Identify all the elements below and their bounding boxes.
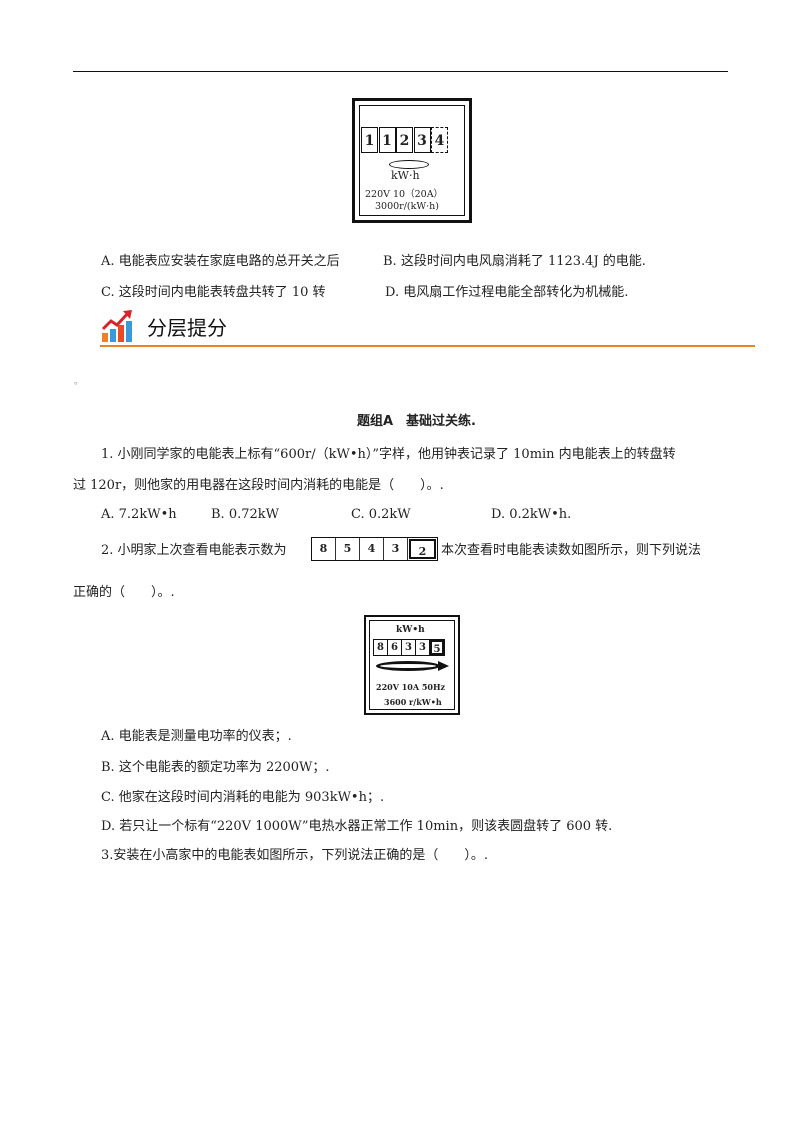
- meter-digit: 1: [378, 127, 396, 153]
- reading-digit: 8: [312, 538, 336, 560]
- reading-digit: 4: [360, 538, 384, 560]
- q1-option-d: D. 0.2kW•h.: [491, 507, 572, 522]
- q1-option-a: A. 7.2kW•h: [101, 507, 177, 522]
- meter-digit-row: 8 6 3 3 5: [373, 639, 445, 656]
- reading-digit: 3: [384, 538, 408, 560]
- previous-meter-reading: 8 5 4 3 2: [311, 537, 438, 561]
- q2-option-a: A. 电能表是测量电功率的仪表；.: [101, 729, 292, 744]
- section-title: 分层提分: [147, 316, 227, 340]
- meter-spec: 220V 10A 50Hz: [376, 682, 446, 692]
- option-a: A. 电能表应安装在家庭电路的总开关之后: [101, 254, 340, 269]
- option-d: D. 电风扇工作过程电能全部转化为机械能.: [385, 285, 629, 300]
- q3-line: 3.安装在小高家中的电能表如图所示，下列说法正确的是（ ）。.: [101, 848, 489, 863]
- meter-digit-decimal: 4: [431, 127, 448, 153]
- q2-prefix: 2. 小明家上次查看电能表示数为: [101, 543, 287, 558]
- meter-digit: 1: [361, 127, 378, 153]
- meter-digit-row: 1 1 2 3 4: [361, 127, 449, 153]
- q1-option-b: B. 0.72kW: [211, 507, 280, 522]
- reading-digit-decimal: 2: [409, 539, 436, 559]
- q1-line2: 过 120r，则他家的用电器在这段时间内消耗的电能是（ ）。.: [73, 478, 444, 493]
- option-b: B. 这段时间内电风扇消耗了 1123.4J 的电能.: [383, 254, 646, 269]
- chart-growth-icon: [101, 309, 135, 343]
- q1-option-c: C. 0.2kW: [351, 507, 411, 522]
- meter-spec: 220V 10（20A）: [365, 189, 444, 200]
- stray-mark: 。: [74, 377, 84, 387]
- meter-rev-constant: 3000r/(kW·h): [375, 201, 439, 212]
- meter-digit: 2: [396, 127, 413, 153]
- meter-digit: 6: [388, 640, 402, 655]
- meter-unit: kW·h: [391, 169, 420, 182]
- meter-digit: 3: [416, 640, 430, 655]
- top-rule: [73, 71, 728, 72]
- meter-unit: kW•h: [396, 625, 425, 635]
- q1-line1: 1. 小刚同学家的电能表上标有“600r/（kW•h）”字样，他用钟表记录了 1…: [101, 447, 676, 462]
- meter-rev-constant: 3600 r/kW•h: [384, 697, 442, 707]
- meter-digit: 8: [374, 640, 388, 655]
- meter-digit-decimal: 5: [430, 640, 444, 655]
- q2-option-d: D. 若只让一个标有“220V 1000W”电热水器正常工作 10min，则该表…: [101, 819, 613, 834]
- electric-meter-figure-2: kW•h 8 6 3 3 5 220V 10A 50Hz 3600 r/kW•h: [364, 615, 460, 715]
- meter-disc-icon: [376, 661, 449, 671]
- option-c: C. 这段时间内电能表转盘共转了 10 转: [101, 285, 326, 300]
- meter-digit: 3: [413, 127, 431, 153]
- q2-line2: 正确的（ ）。.: [73, 585, 175, 600]
- q2-option-b: B. 这个电能表的额定功率为 2200W；.: [101, 760, 330, 775]
- section-divider: [100, 345, 755, 347]
- electric-meter-figure-1: 1 1 2 3 4 kW·h 220V 10（20A） 3000r/(kW·h): [352, 98, 472, 223]
- group-title: 题组A 基础过关练.: [357, 414, 476, 429]
- meter-inner-frame: [369, 620, 455, 710]
- q2-option-c: C. 他家在这段时间内消耗的电能为 903kW•h；.: [101, 790, 385, 805]
- reading-digit: 5: [336, 538, 360, 560]
- meter-disc-icon: [389, 160, 429, 169]
- meter-digit: 3: [402, 640, 416, 655]
- q2-suffix: 本次查看时电能表读数如图所示，则下列说法: [441, 543, 702, 558]
- meter-inner-frame: [359, 105, 465, 216]
